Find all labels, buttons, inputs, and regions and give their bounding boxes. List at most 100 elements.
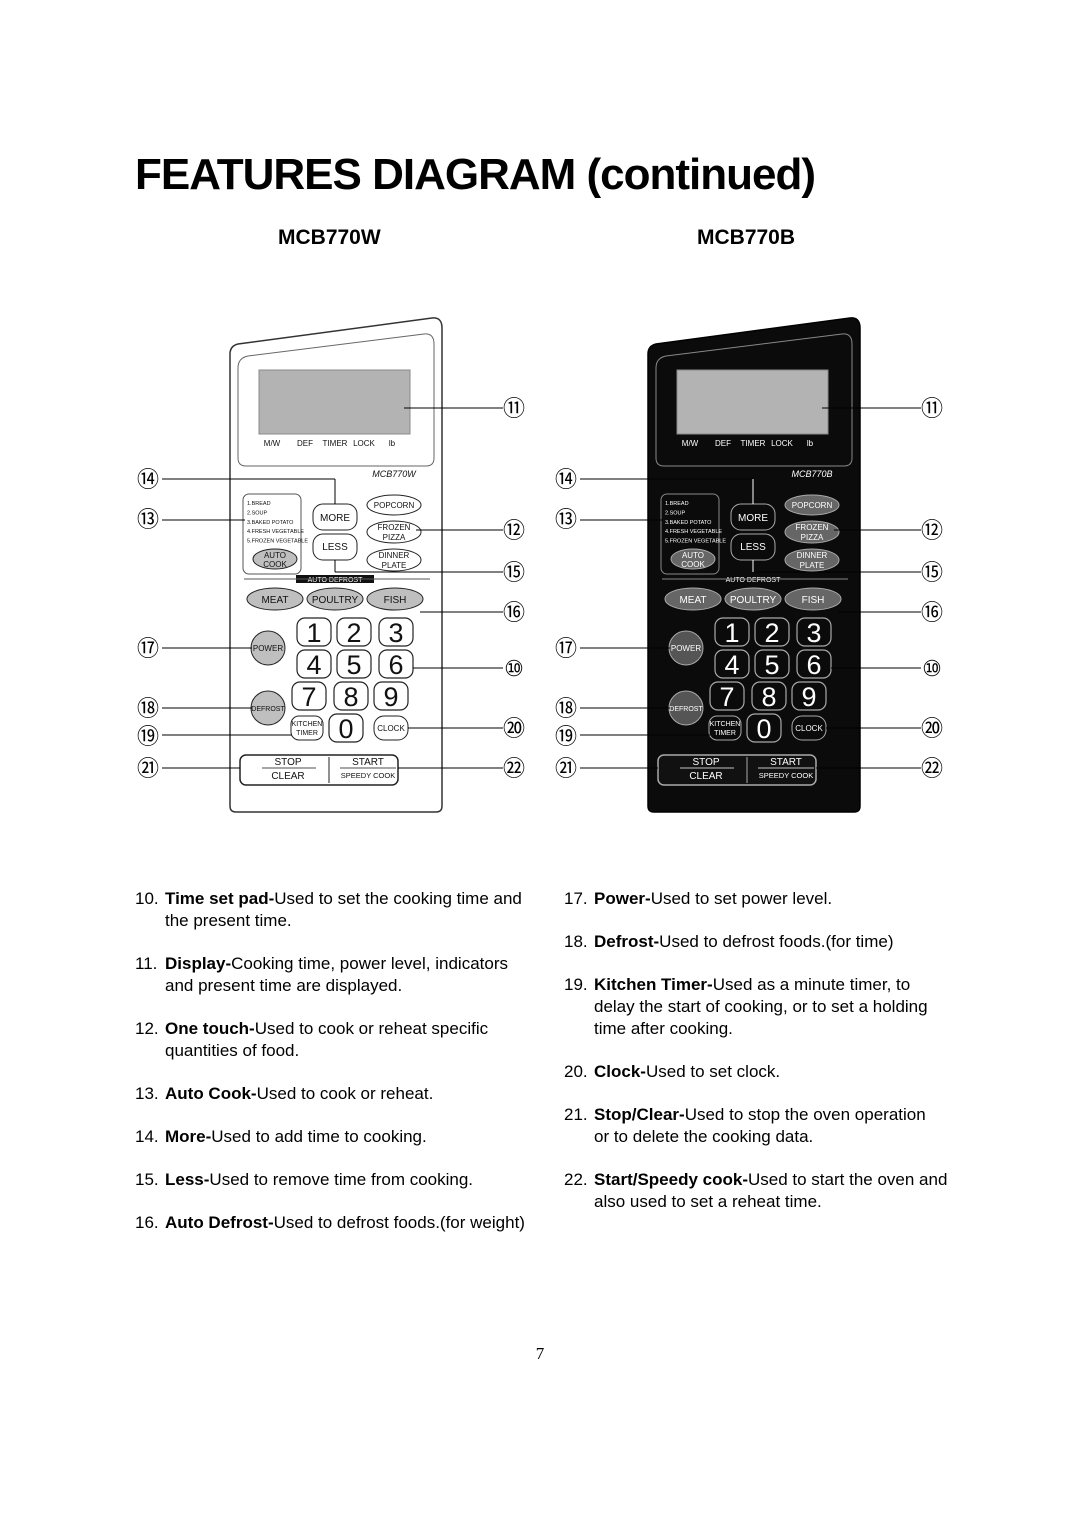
callout-10: ⑩: [504, 656, 524, 681]
feature-term: Display-: [165, 954, 232, 973]
feature-text: Used to cook or reheat specific quantiti…: [165, 1019, 489, 1060]
callout-17: ⑰: [555, 636, 577, 661]
auto-cook-menu-item: 5.FROZEN VEGETABLE: [247, 539, 308, 545]
kitchen-timer-button[interactable]: [290, 715, 324, 741]
number-key-2[interactable]: [754, 617, 790, 647]
feature-text: Used to set the cooking time and the pre…: [165, 889, 522, 930]
popcorn-button[interactable]: [784, 494, 840, 516]
callout-16: ⑯: [921, 600, 943, 625]
dinner-plate-button[interactable]: [366, 548, 422, 572]
auto-cook-label: AUTO: [682, 551, 704, 560]
stop-start-bar: [657, 754, 817, 786]
clear-label: CLEAR: [689, 771, 722, 782]
poultry-button[interactable]: [724, 587, 782, 611]
number-key-6[interactable]: [378, 649, 414, 679]
kitchen-timer-button[interactable]: [708, 715, 742, 741]
frozen-pizza-label: FROZEN: [796, 523, 829, 532]
callout-10: ⑩: [922, 656, 942, 681]
poultry-button[interactable]: [306, 587, 364, 611]
feature-text: Used to defrost foods.(for time): [659, 932, 894, 951]
fish-button[interactable]: [784, 587, 842, 611]
fish-label: FISH: [802, 595, 825, 606]
dinner-plate-button[interactable]: [784, 548, 840, 572]
feature-number: 19.: [564, 975, 588, 994]
feature-description: 21.Stop/Clear-Used to stop the oven oper…: [564, 1104, 954, 1148]
stop-label: STOP: [692, 757, 719, 768]
feature-term: Auto Defrost-: [165, 1213, 274, 1232]
power-label: POWER: [253, 644, 283, 653]
display-frame: [655, 333, 853, 467]
number-key-3[interactable]: [378, 617, 414, 647]
fish-button[interactable]: [366, 587, 424, 611]
poultry-label: POULTRY: [730, 595, 777, 606]
number-key-5[interactable]: [336, 649, 372, 679]
meat-button[interactable]: [664, 587, 722, 611]
number-key-7[interactable]: [709, 681, 745, 711]
frozen-pizza-button[interactable]: [784, 520, 840, 544]
number-key-label: 1: [306, 618, 321, 648]
indicator-label: M/W: [682, 439, 699, 448]
callout-18: ⑱: [137, 696, 159, 721]
start-label: START: [770, 757, 802, 768]
callout-21: ㉑: [555, 756, 577, 781]
auto-cook-button[interactable]: [252, 548, 298, 570]
number-key-1[interactable]: [296, 617, 332, 647]
feature-description: 20.Clock-Used to set clock.: [564, 1061, 954, 1083]
number-key-9[interactable]: [791, 681, 827, 711]
callout-13: ⑬: [137, 507, 159, 532]
display-frame: [237, 333, 435, 467]
auto-cook-menu-item: 1.BREAD: [665, 501, 689, 507]
callout-19: ⑲: [137, 724, 159, 749]
number-key-2[interactable]: [336, 617, 372, 647]
number-key-5[interactable]: [754, 649, 790, 679]
callout-16: ⑯: [503, 600, 525, 625]
number-key-label: 6: [388, 650, 403, 680]
auto-cook-group: [660, 493, 720, 575]
feature-term: Stop/Clear-: [594, 1105, 685, 1124]
feature-number: 13.: [135, 1084, 159, 1103]
auto-cook-button[interactable]: [670, 548, 716, 570]
number-key-9[interactable]: [373, 681, 409, 711]
fish-label: FISH: [384, 595, 407, 606]
number-key-4[interactable]: [296, 649, 332, 679]
number-key-3[interactable]: [796, 617, 832, 647]
number-key-label: 7: [719, 682, 734, 712]
number-key-label: 7: [301, 682, 316, 712]
number-key-7[interactable]: [291, 681, 327, 711]
popcorn-button[interactable]: [366, 494, 422, 516]
number-key-4[interactable]: [714, 649, 750, 679]
callout-21: ㉑: [137, 756, 159, 781]
indicator-label: LOCK: [771, 439, 793, 448]
auto-cook-group: [242, 493, 302, 575]
feature-term: Time set pad-: [165, 889, 275, 908]
frozen-pizza-button[interactable]: [366, 520, 422, 544]
number-key-0[interactable]: [746, 713, 782, 743]
indicator-label: TIMER: [741, 439, 766, 448]
stop-start-bar: [239, 754, 399, 786]
number-key-6[interactable]: [796, 649, 832, 679]
meat-button[interactable]: [246, 587, 304, 611]
power-label: POWER: [671, 644, 701, 653]
number-key-8[interactable]: [333, 681, 369, 711]
number-key-1[interactable]: [714, 617, 750, 647]
page-number: 7: [535, 1344, 545, 1363]
feature-text: Used to start the oven and also used to …: [594, 1170, 948, 1211]
feature-description: 22.Start/Speedy cook-Used to start the o…: [564, 1169, 954, 1213]
callout-14: ⑭: [137, 467, 159, 492]
feature-description: 12.One touch-Used to cook or reheat spec…: [135, 1018, 530, 1062]
auto-cook-label: COOK: [263, 560, 287, 569]
callout-22: ㉒: [503, 756, 525, 781]
feature-term: Clock-: [594, 1062, 646, 1081]
feature-text: Used to set clock.: [645, 1062, 781, 1081]
feature-number: 11.: [135, 954, 158, 973]
feature-text: Used to cook or reheat.: [256, 1084, 434, 1103]
clock-label: CLOCK: [377, 724, 405, 733]
number-key-label: 4: [724, 650, 739, 680]
start-label: START: [352, 757, 384, 768]
callout-20: ⑳: [503, 716, 525, 741]
number-key-0[interactable]: [328, 713, 364, 743]
feature-text: Used to remove time from cooking.: [209, 1170, 474, 1189]
popcorn-label: POPCORN: [792, 501, 833, 510]
number-key-8[interactable]: [751, 681, 787, 711]
